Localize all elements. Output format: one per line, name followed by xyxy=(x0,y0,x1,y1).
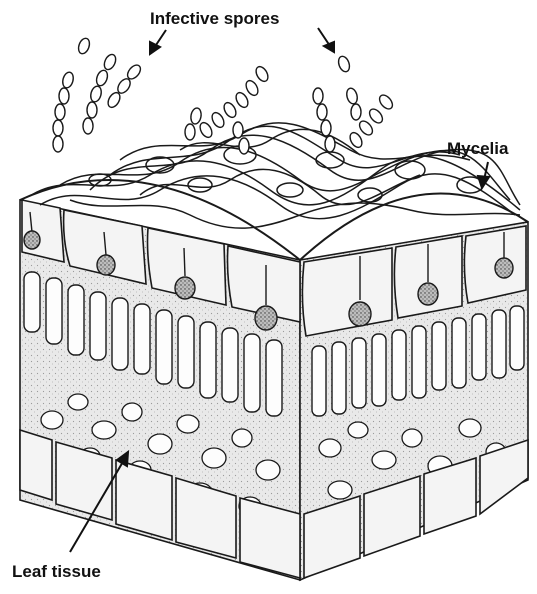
leaf-tissue-label: Leaf tissue xyxy=(12,562,101,582)
infective-spores-label: Infective spores xyxy=(150,9,279,29)
mycelia-label: Mycelia xyxy=(447,139,508,159)
infective-spore-chains xyxy=(53,37,395,154)
